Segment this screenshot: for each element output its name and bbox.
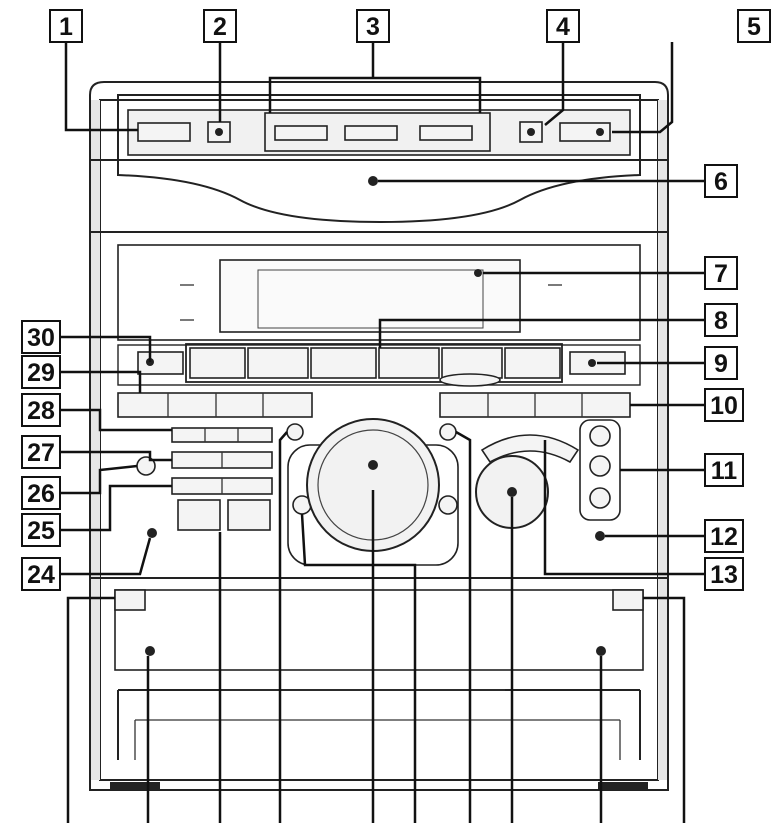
svg-text:1: 1 bbox=[59, 13, 73, 41]
callout-9: 9 bbox=[704, 346, 738, 380]
callout-12: 12 bbox=[704, 519, 744, 553]
svg-text:12: 12 bbox=[710, 523, 738, 551]
callout-25: 25 bbox=[21, 513, 61, 547]
svg-text:11: 11 bbox=[711, 457, 738, 485]
callout-2: 2 bbox=[203, 9, 237, 43]
callout-10: 10 bbox=[704, 388, 744, 422]
lower-section bbox=[90, 577, 668, 790]
svg-text:6: 6 bbox=[714, 168, 728, 196]
callout-8: 8 bbox=[704, 303, 738, 337]
leader-lines bbox=[60, 42, 705, 823]
svg-text:4: 4 bbox=[556, 13, 570, 41]
callout-6: 6 bbox=[704, 164, 738, 198]
svg-text:30: 30 bbox=[27, 324, 55, 352]
callout-30: 30 bbox=[21, 320, 61, 354]
function-buttons bbox=[117, 343, 641, 418]
cd-section bbox=[90, 94, 668, 224]
callout-13: 13 bbox=[704, 557, 744, 591]
svg-text:25: 25 bbox=[27, 517, 55, 545]
svg-text:29: 29 bbox=[27, 359, 55, 387]
svg-text:10: 10 bbox=[710, 392, 738, 420]
open-close-button bbox=[137, 122, 191, 142]
callout-1: 1 bbox=[49, 9, 83, 43]
disc-button-1 bbox=[274, 125, 328, 141]
callout-24: 24 bbox=[21, 557, 61, 591]
callout-4: 4 bbox=[546, 9, 580, 43]
svg-text:9: 9 bbox=[714, 350, 728, 378]
svg-text:8: 8 bbox=[714, 307, 728, 335]
svg-text:28: 28 bbox=[27, 397, 55, 425]
callout-11: 11 bbox=[704, 453, 744, 487]
disc-button-2 bbox=[344, 125, 398, 141]
svg-text:5: 5 bbox=[747, 13, 761, 41]
svg-text:27: 27 bbox=[27, 439, 55, 467]
callout-26: 26 bbox=[21, 476, 61, 510]
callout-27: 27 bbox=[21, 435, 61, 469]
svg-text:7: 7 bbox=[714, 260, 728, 288]
button-30 bbox=[137, 351, 184, 375]
control-area bbox=[136, 418, 621, 566]
svg-text:26: 26 bbox=[27, 480, 55, 508]
svg-text:2: 2 bbox=[213, 13, 227, 41]
disc-button-3 bbox=[419, 125, 473, 141]
button-28 bbox=[171, 427, 273, 443]
callout-29: 29 bbox=[21, 355, 61, 389]
unit-body bbox=[89, 81, 669, 791]
svg-text:13: 13 bbox=[710, 561, 738, 589]
svg-text:24: 24 bbox=[27, 561, 55, 589]
callout-3: 3 bbox=[356, 9, 390, 43]
svg-text:3: 3 bbox=[366, 13, 380, 41]
callout-5: 5 bbox=[737, 9, 771, 43]
callout-28: 28 bbox=[21, 393, 61, 427]
callout-7: 7 bbox=[704, 256, 738, 290]
button-5 bbox=[559, 122, 611, 142]
